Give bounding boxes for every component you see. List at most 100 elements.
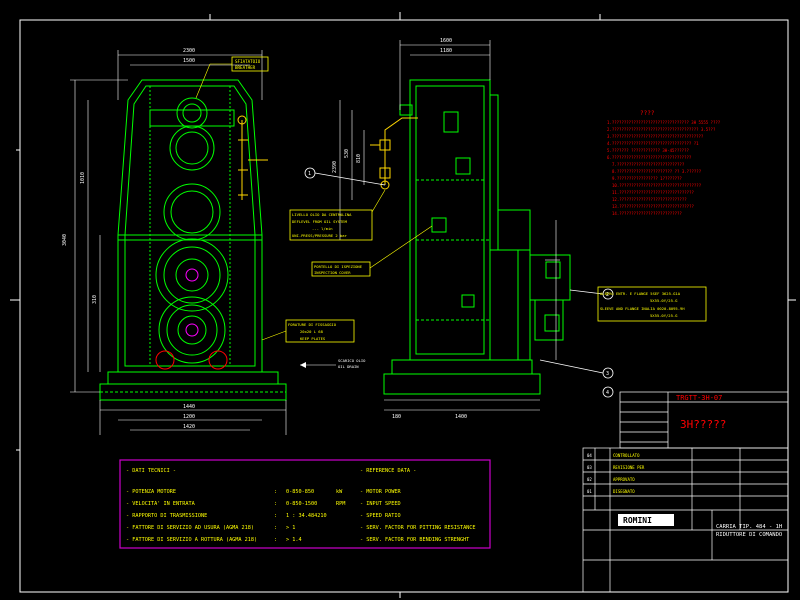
- red-note-line: 5.??????? ???????????? 3H-45??????: [607, 148, 689, 153]
- dim-label: 530: [344, 149, 350, 158]
- red-note-line: 11.???????????????????????????????: [612, 190, 694, 195]
- red-note-line: 7.????????????????????????????: [612, 162, 685, 167]
- flange-line2: 5X55-0Y/25-G: [650, 298, 678, 303]
- dim-label: 1200: [183, 414, 195, 420]
- fixing-line1: FORATURE DI FISSAGGIO: [288, 322, 337, 327]
- drawing-frame: [10, 12, 796, 598]
- red-note-line: 8.??????????????????????? ?? 3.??????: [612, 169, 702, 174]
- company-name: ROMINI: [623, 516, 652, 525]
- title-row: APPROVATO: [613, 477, 635, 482]
- front-view: [99, 79, 287, 401]
- front-view-accents: [155, 115, 268, 370]
- red-note-line: 13.???????????????????????????????: [612, 204, 694, 209]
- red-note-line: 9.????????????????? 1????????: [612, 176, 682, 181]
- flange-line3: SLEEVE AND FLANGE INALIA 0020-8095-9H: [600, 306, 685, 311]
- balloon-number: 1: [308, 171, 311, 177]
- inspection-line1: PORTELLO DI ISPEZIONE: [314, 264, 363, 269]
- tech-row-sep: :: [274, 501, 277, 507]
- dim-label: 2390: [332, 161, 338, 173]
- red-note-line: 2.???????????????????????????????????? 3…: [607, 127, 716, 132]
- red-note-line: 6.?????????????????????????????????: [607, 155, 692, 160]
- revision-number: 03: [587, 465, 592, 470]
- tech-row-value: 0-850-1500: [286, 501, 317, 507]
- tech-row-value: > 1: [286, 525, 295, 531]
- oil-level-line4: UNI-PRESS/PRESSURE 2 bar: [292, 233, 348, 238]
- front-view-dimensions: [70, 50, 287, 435]
- tech-row-value: > 1.4: [286, 537, 302, 543]
- company-logo: ROMINI: [618, 514, 674, 526]
- title-row: DISEGNATO: [613, 489, 635, 494]
- dim-label: 1420: [183, 424, 195, 430]
- dim-label: 1400: [455, 414, 467, 420]
- tech-row-unit: RPM: [336, 501, 345, 507]
- tech-row-sep: :: [274, 537, 277, 543]
- red-note-line: 12.????????????????????????????: [612, 197, 687, 202]
- tech-row-en: - SERV. FACTOR FOR PITTING RESISTANCE: [360, 525, 476, 531]
- tech-row-it: - POTENZA MOTORE: [126, 489, 176, 495]
- oil-level-line3: --- l/min: [312, 226, 333, 231]
- tech-row-it: - FATTORE DI SERVIZIO AD USURA (AGMA 218…: [126, 525, 254, 531]
- side-view: [383, 79, 571, 395]
- tech-row-en: - SPEED RATIO: [360, 513, 401, 519]
- dim-label: 810: [356, 154, 362, 163]
- description-line2: RIDUTTORE DI COMANDO: [716, 532, 782, 538]
- title-row: REVISIONE PER: [613, 465, 645, 470]
- oil-drain-line2: OIL DRAIN: [338, 364, 359, 369]
- dim-label: 2300: [183, 48, 195, 54]
- revision-number: 02: [587, 477, 592, 482]
- dim-label: 310: [92, 295, 98, 304]
- red-notes-title: ????: [640, 110, 655, 117]
- revision-number: 01: [587, 489, 592, 494]
- red-note-line: 14.??????????????????????????: [612, 211, 682, 216]
- callout-breather: SFIATATOIO BREATHER: [195, 56, 269, 99]
- callout-inspection: PORTELLO DI ISPEZIONE INSPECTION COVER: [311, 225, 433, 277]
- fixing-line2: 20x20 L 68: [300, 329, 324, 334]
- title-row: CONTROLLATO: [613, 453, 640, 458]
- red-note-line: 4.????????????????????????????????? ?1: [607, 141, 699, 146]
- breather-label-it: SFIATATOIO: [235, 59, 261, 64]
- tech-row-value: 0-850-850: [286, 489, 314, 495]
- balloon-number: 3: [606, 371, 609, 377]
- balloon-labels: 1 2 3 4: [308, 171, 609, 396]
- tech-row-it: - FATTORE DI SERVIZIO A ROTTURA (AGMA 21…: [126, 537, 257, 543]
- balloon-number: 2: [606, 292, 609, 298]
- balloon-number: 4: [606, 390, 609, 396]
- tech-row-it: - RAPPORTO DI TRASMISSIONE: [126, 513, 207, 519]
- dim-label: 1600: [440, 38, 452, 44]
- dim-label: 180: [392, 414, 401, 420]
- red-note-line: 3.??????????????????????????????????????: [607, 134, 704, 139]
- dim-label: 3040: [62, 234, 68, 246]
- tech-row-value: 1 : 34.484210: [286, 513, 327, 519]
- tech-row-en: - SERV. FACTOR FOR BENDING STRENGHT: [360, 537, 469, 543]
- tech-data-title-en: - REFERENCE DATA -: [360, 468, 416, 474]
- oil-level-line1: LIVELLO OLIO DA CENTRALINA: [292, 212, 352, 217]
- oil-drain-line1: SCARICO OLIO: [338, 358, 366, 363]
- tech-row-en: - INPUT SPEED: [360, 501, 401, 507]
- title-block-text: 04 03 02 01 CONTROLLATO REVISIONE PER AP…: [587, 394, 782, 538]
- side-view-pipe: [370, 117, 418, 190]
- callout-flange: ALBERO ENTR. E FLANGE 5SEF 3625-G1A 5X55…: [597, 286, 707, 322]
- red-note-line: 1.???????????????????????????????? 3H 55…: [607, 120, 721, 125]
- tech-row-en: - MOTOR POWER: [360, 489, 401, 495]
- title-block: [582, 391, 789, 593]
- side-view-dimension-labels: 1600 1180 2390 530 810 1400 180: [332, 38, 467, 420]
- inspection-line2: INSPECTION COVER: [314, 270, 351, 275]
- dim-label: 1500: [183, 58, 195, 64]
- tech-row-sep: :: [274, 489, 277, 495]
- tech-row-it: - VELOCITA' IN ENTRATA: [126, 501, 196, 507]
- side-view-dimensions: [339, 40, 560, 411]
- description-line1: CARRIA TIP. 484 - 1H: [716, 524, 782, 530]
- flange-line4: 5X55-0Y/25-G: [650, 313, 678, 318]
- red-code: 3H?????: [680, 418, 726, 431]
- tech-data-title-it: - DATI TECNICI -: [126, 468, 176, 474]
- drawing-number: TRGTT-3H-07: [676, 394, 722, 402]
- item-balloons: [304, 167, 614, 398]
- oil-level-line2: DEFLEVEL FROM OIL SYSTEM: [292, 219, 348, 224]
- flange-line1: ALBERO ENTR. E FLANGE 5SEF 3625-G1A: [600, 291, 681, 296]
- red-notes: ???? 1.???????????????????????????????? …: [607, 110, 721, 216]
- dim-label: 1010: [80, 172, 86, 184]
- callout-fixing: FORATURE DI FISSAGGIO 20x20 L 68 KEEP PL…: [261, 319, 355, 343]
- tech-data-table: - DATI TECNICI - - REFERENCE DATA - - PO…: [119, 459, 491, 549]
- dim-label: 1180: [440, 48, 452, 54]
